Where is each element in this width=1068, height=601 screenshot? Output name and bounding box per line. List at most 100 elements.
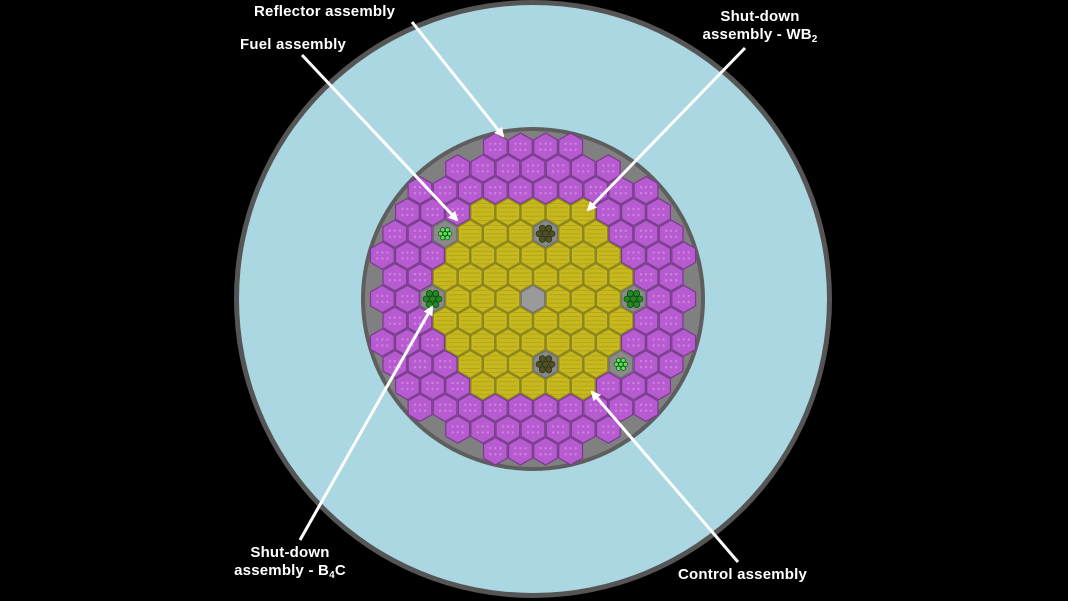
fuel-assembly [520, 371, 546, 401]
fuel-assembly [432, 262, 458, 292]
reflector-assembly [432, 393, 458, 423]
reflector-assembly [457, 175, 483, 205]
reflector-assembly [470, 154, 496, 183]
reflector-assembly [633, 306, 659, 336]
reflector-assembly [633, 175, 659, 205]
label-reflector-assembly: Reflector assembly [254, 3, 396, 20]
reflector-assembly [646, 241, 672, 270]
reflector-assembly [658, 219, 684, 249]
fuel-assembly [558, 349, 584, 379]
fuel-assembly [545, 241, 571, 270]
reflector-assembly [608, 175, 634, 205]
reflector-assembly [407, 175, 433, 205]
reflector-assembly [382, 262, 408, 292]
arrow-shutdown-b4c [298, 305, 434, 541]
reflector-assembly [432, 175, 458, 205]
reflector-assembly [457, 393, 483, 423]
label-shutdown-wb2-line1: Shut-down [720, 8, 800, 25]
reflector-assembly [407, 349, 433, 379]
reflector-assembly [570, 154, 596, 183]
fuel-assembly [595, 241, 621, 270]
fuel-assembly [482, 262, 508, 292]
fuel-assembly [520, 328, 546, 357]
reflector-assembly [382, 219, 408, 249]
reflector-assembly [394, 241, 420, 270]
label-shutdown-wb2: Shut-down assembly - WB2 [685, 8, 835, 45]
arrow-shutdown-wb2 [586, 46, 747, 212]
label-shutdown-b4c: Shut-down assembly - B4C [230, 544, 350, 581]
label-shutdown-b4c-line2: assembly - B4C [234, 562, 346, 581]
reflector-assembly [369, 241, 395, 270]
reflector-assembly [533, 393, 559, 423]
fuel-assembly [583, 262, 609, 292]
reflector-assembly [407, 262, 433, 292]
fuel-assembly [482, 219, 508, 249]
fuel-assembly [570, 328, 596, 357]
reflector-assembly [407, 219, 433, 249]
reflector-assembly [633, 393, 659, 423]
reflector-assembly [382, 349, 408, 379]
fuel-assembly [533, 306, 559, 336]
label-control-assembly: Control assembly [678, 566, 808, 583]
fuel-assembly [445, 328, 471, 357]
fuel-assembly [558, 219, 584, 249]
fuel-assembly [520, 241, 546, 270]
central-assembly [520, 284, 546, 314]
arrow-fuel [300, 53, 459, 222]
reflector-assembly [633, 262, 659, 292]
fuel-assembly [570, 284, 596, 314]
leader-arrows [298, 21, 747, 563]
reflector-assembly [420, 241, 446, 270]
label-fuel-assembly: Fuel assembly [240, 36, 346, 53]
shutdown-wb2-pins [535, 224, 556, 243]
label-shutdown-b4c-line1: Shut-down [250, 544, 330, 561]
fuel-assembly [520, 197, 546, 227]
fuel-assembly [495, 284, 521, 314]
fuel-assembly [470, 284, 496, 314]
reflector-assembly [595, 197, 621, 227]
reflector-assembly [620, 328, 646, 357]
shutdown-b4c-pins [623, 290, 644, 308]
reflector-assembly [671, 241, 697, 270]
reflector-assembly [533, 132, 559, 162]
reflector-assembly [407, 393, 433, 423]
reflector-assembly [394, 284, 420, 314]
reflector-assembly [646, 197, 672, 227]
fuel-assembly [507, 306, 533, 336]
reflector-assembly [520, 154, 546, 183]
reflector-assembly [620, 241, 646, 270]
reflector-assembly [445, 371, 471, 401]
fuel-assembly [482, 349, 508, 379]
reflector-assembly [420, 371, 446, 401]
fuel-assembly [432, 306, 458, 336]
reflector-assembly [620, 371, 646, 401]
reflector-assembly [369, 284, 395, 314]
fuel-assembly [608, 306, 634, 336]
reflector-assembly [482, 436, 508, 466]
fuel-assembly [545, 284, 571, 314]
reflector-assembly [595, 371, 621, 401]
fuel-assembly [583, 219, 609, 249]
reflector-assembly [470, 415, 496, 444]
fuel-assembly [533, 262, 559, 292]
reflector-assembly [533, 175, 559, 205]
fuel-assembly [558, 306, 584, 336]
fuel-assembly [470, 328, 496, 357]
reflector-assembly [646, 328, 672, 357]
fuel-assembly [545, 328, 571, 357]
reflector-assembly [570, 415, 596, 444]
reflector-assembly [595, 154, 621, 183]
reflector-assembly [482, 393, 508, 423]
reflector-assembly [646, 371, 672, 401]
reflector-assembly [432, 349, 458, 379]
fuel-assembly [457, 262, 483, 292]
reflector-assembly [507, 393, 533, 423]
reflector-assembly [620, 197, 646, 227]
fuel-assembly [507, 349, 533, 379]
reflector-assembly [394, 328, 420, 357]
fuel-assembly [583, 349, 609, 379]
reflector-assembly [495, 415, 521, 444]
fuel-assembly [495, 328, 521, 357]
assembly-grid [369, 132, 697, 466]
reflector-assembly [658, 306, 684, 336]
